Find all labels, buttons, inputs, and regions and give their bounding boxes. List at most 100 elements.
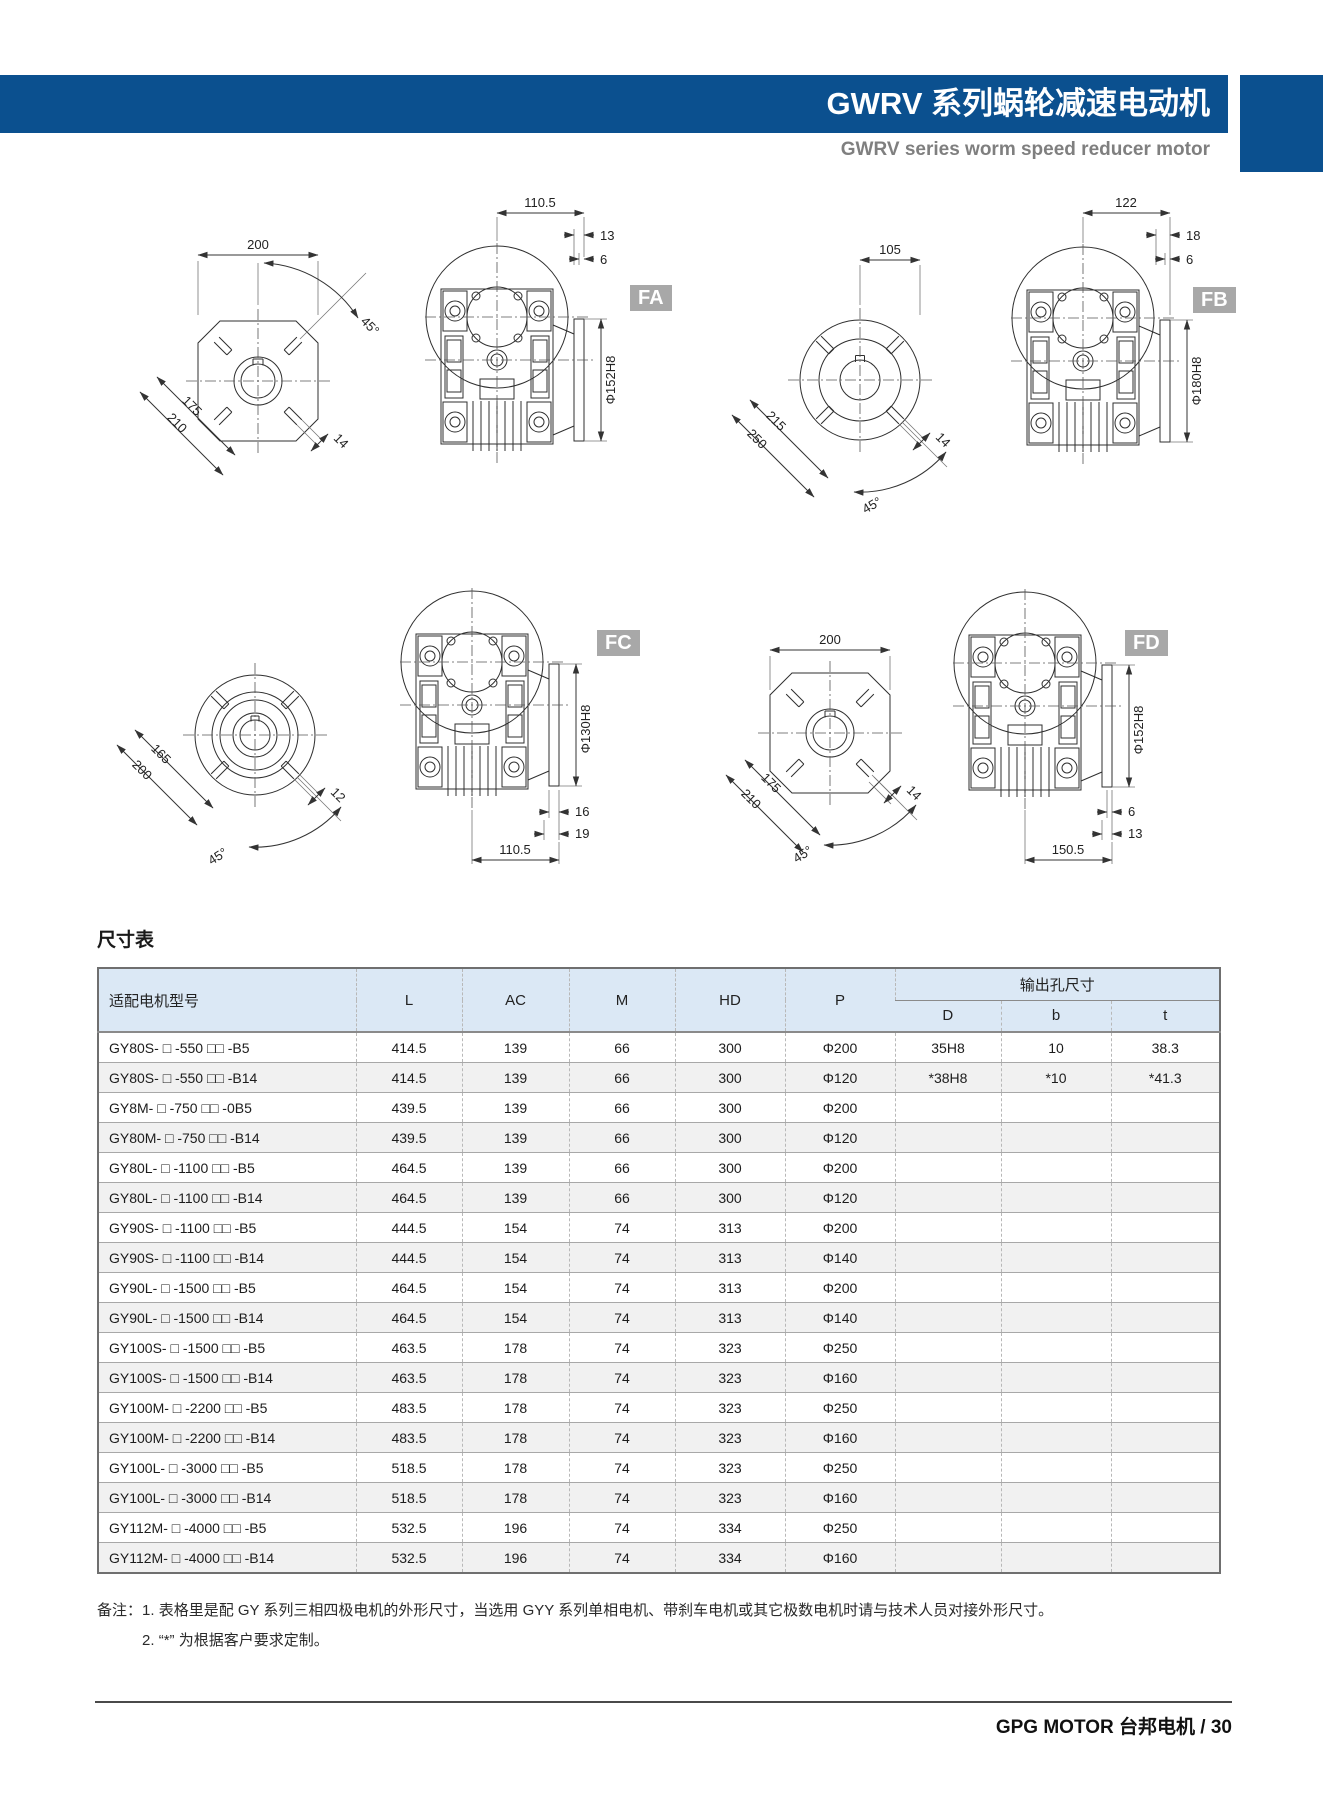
- value-cell: [1110, 1542, 1221, 1573]
- corner-accent-block: [1240, 75, 1323, 172]
- value-cell: 439.5: [355, 1122, 462, 1153]
- value-cell: 464.5: [355, 1272, 462, 1303]
- dim-label: 215: [763, 408, 789, 434]
- value-cell: 74: [568, 1272, 675, 1303]
- value-cell: [1110, 1422, 1221, 1453]
- value-cell: [1000, 1152, 1111, 1183]
- value-cell: 464.5: [355, 1182, 462, 1213]
- value-cell: [1110, 1152, 1221, 1183]
- value-cell: 35H8: [894, 1031, 1001, 1063]
- col-header-m: M: [568, 967, 675, 1032]
- model-cell: GY80L- □ -1100 □□ -B5: [98, 1152, 356, 1183]
- value-cell: Φ140: [784, 1242, 895, 1273]
- value-cell: [1110, 1482, 1221, 1513]
- value-cell: 300: [674, 1152, 785, 1183]
- model-cell: GY80S- □ -550 □□ -B5: [98, 1031, 356, 1063]
- view-tag-fb: FB: [1193, 287, 1236, 313]
- note-line-2: 2. “*” 为根据客户要求定制。: [142, 1632, 329, 1649]
- dim-label: 18: [1186, 228, 1200, 243]
- dim-label: 45°: [358, 314, 383, 339]
- value-cell: 74: [568, 1482, 675, 1513]
- value-cell: [894, 1182, 1001, 1213]
- value-cell: [894, 1512, 1001, 1543]
- model-cell: GY90S- □ -1100 □□ -B14: [98, 1242, 356, 1273]
- dim-label: 200: [247, 237, 269, 252]
- value-cell: 323: [674, 1452, 785, 1483]
- value-cell: [1000, 1512, 1111, 1543]
- model-cell: GY100L- □ -3000 □□ -B14: [98, 1482, 356, 1513]
- section-title: 尺寸表: [97, 930, 155, 951]
- notes: 备注： 1. 表格里是配 GY 系列三相四极电机的外形尺寸，当选用 GYY 系列…: [97, 1596, 1232, 1656]
- dim-label: 105: [879, 242, 901, 257]
- col-header-l: L: [355, 967, 462, 1032]
- value-cell: *38H8: [894, 1062, 1001, 1093]
- value-cell: [1000, 1392, 1111, 1423]
- value-cell: [1110, 1302, 1221, 1333]
- dim-label: 250: [744, 426, 770, 452]
- value-cell: Φ200: [784, 1212, 895, 1243]
- value-cell: 154: [461, 1212, 569, 1243]
- value-cell: 300: [674, 1122, 785, 1153]
- value-cell: [1000, 1422, 1111, 1453]
- dim-label: 14: [904, 782, 925, 803]
- value-cell: Φ160: [784, 1362, 895, 1393]
- value-cell: 483.5: [355, 1422, 462, 1453]
- value-cell: [894, 1152, 1001, 1183]
- value-cell: 323: [674, 1362, 785, 1393]
- value-cell: 313: [674, 1242, 785, 1273]
- value-cell: [1000, 1542, 1111, 1573]
- value-cell: Φ160: [784, 1422, 895, 1453]
- title-bar: GWRV 系列蜗轮减速电动机: [0, 75, 1228, 133]
- value-cell: [1000, 1092, 1111, 1123]
- value-cell: 66: [568, 1062, 675, 1093]
- drawing-fd: 200 175 210 45° 14 Φ152H8 6 13 150.5 FD: [670, 480, 1245, 940]
- value-cell: 139: [461, 1152, 569, 1183]
- value-cell: 313: [674, 1302, 785, 1333]
- value-cell: 518.5: [355, 1482, 462, 1513]
- value-cell: 178: [461, 1362, 569, 1393]
- value-cell: 178: [461, 1332, 569, 1363]
- value-cell: 300: [674, 1092, 785, 1123]
- value-cell: [1000, 1452, 1111, 1483]
- value-cell: Φ160: [784, 1482, 895, 1513]
- value-cell: *41.3: [1110, 1062, 1221, 1093]
- footer-brand: GPG MOTOR 台邦电机: [995, 1717, 1196, 1738]
- dim-label: 19: [575, 826, 589, 841]
- value-cell: 66: [568, 1031, 675, 1063]
- value-cell: 463.5: [355, 1362, 462, 1393]
- value-cell: Φ200: [784, 1092, 895, 1123]
- value-cell: [1000, 1122, 1111, 1153]
- model-cell: GY80M- □ -750 □□ -B14: [98, 1122, 356, 1153]
- value-cell: [1110, 1212, 1221, 1243]
- value-cell: [1000, 1182, 1111, 1213]
- drawing-fd-canvas: 200 175 210 45° 14 Φ152H8 6 13 150.5: [725, 588, 1146, 866]
- drawing-fa-canvas: 200 175 210 45° 14 110.5 13 6 Φ152H8: [139, 195, 618, 476]
- value-cell: [894, 1242, 1001, 1273]
- value-cell: 154: [461, 1302, 569, 1333]
- page-title-cn: GWRV 系列蜗轮减速电动机: [826, 86, 1211, 121]
- footer-page-number: 30: [1210, 1717, 1232, 1738]
- col-header-d: D: [895, 999, 1001, 1032]
- model-cell: GY100L- □ -3000 □□ -B5: [98, 1452, 356, 1483]
- model-cell: GY100M- □ -2200 □□ -B14: [98, 1422, 356, 1453]
- col-header-hd: HD: [674, 967, 785, 1032]
- col-header-b: b: [1000, 999, 1111, 1032]
- model-cell: GY80S- □ -550 □□ -B14: [98, 1062, 356, 1093]
- value-cell: 154: [461, 1272, 569, 1303]
- value-cell: [894, 1362, 1001, 1393]
- footer-separator: /: [1195, 1717, 1211, 1738]
- value-cell: [894, 1272, 1001, 1303]
- notes-label: 备注：: [97, 1602, 143, 1619]
- value-cell: 483.5: [355, 1392, 462, 1423]
- value-cell: 300: [674, 1031, 785, 1063]
